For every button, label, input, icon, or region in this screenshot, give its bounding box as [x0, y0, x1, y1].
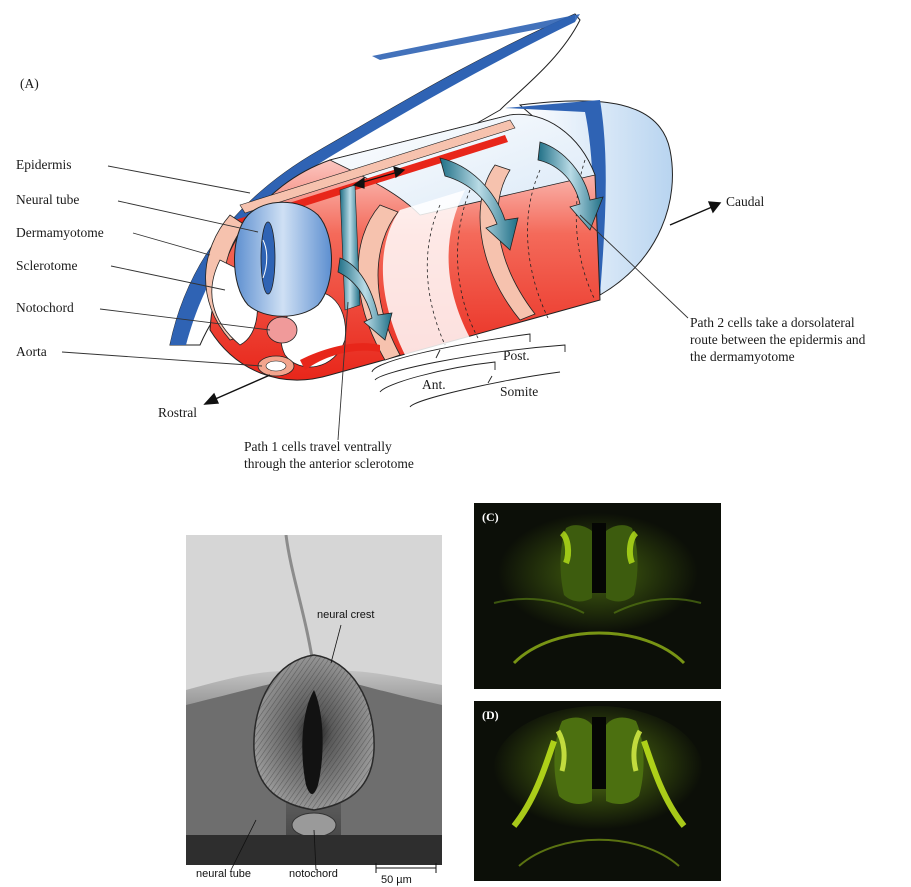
- path2-line1: Path 2 cells take a dorsolateral: [690, 314, 865, 331]
- path1-caption: Path 1 cells travel ventrally through th…: [244, 438, 414, 472]
- label-post: Post.: [503, 348, 530, 364]
- notochord-shape: [267, 317, 297, 343]
- label-epidermis: Epidermis: [16, 157, 72, 173]
- label-notochord: Notochord: [16, 300, 74, 316]
- fluorescence-image-c: [474, 503, 721, 689]
- scale-bar: [372, 862, 442, 874]
- neural-tube-shape: [235, 202, 332, 316]
- path2-line2: route between the epidermis and: [690, 331, 865, 348]
- panel-a: (A): [0, 0, 911, 480]
- panel-c: (C): [474, 503, 721, 689]
- panel-c-tag: (C): [482, 510, 499, 525]
- panel-d: (D): [474, 701, 721, 881]
- label-ant: Ant.: [422, 377, 446, 393]
- fluorescence-image-d: [474, 701, 721, 881]
- path1-line2: through the anterior sclerotome: [244, 455, 414, 472]
- panel-d-tag: (D): [482, 708, 499, 723]
- label-somite: Somite: [500, 384, 538, 400]
- label-neural-tube-b: neural tube: [196, 868, 251, 880]
- path1-line1: Path 1 cells travel ventrally: [244, 438, 414, 455]
- label-rostral: Rostral: [158, 405, 197, 421]
- label-scale: 50 µm: [381, 874, 412, 886]
- label-dermamyotome: Dermamyotome: [16, 225, 104, 241]
- path2-line3: the dermamyotome: [690, 348, 865, 365]
- label-sclerotome: Sclerotome: [16, 258, 77, 274]
- label-aorta: Aorta: [16, 344, 47, 360]
- label-neural-tube: Neural tube: [16, 192, 79, 208]
- label-notochord-b: notochord: [289, 868, 338, 880]
- path2-caption: Path 2 cells take a dorsolateral route b…: [690, 314, 865, 365]
- somite-diagram: [0, 0, 911, 480]
- label-caudal: Caudal: [726, 194, 764, 210]
